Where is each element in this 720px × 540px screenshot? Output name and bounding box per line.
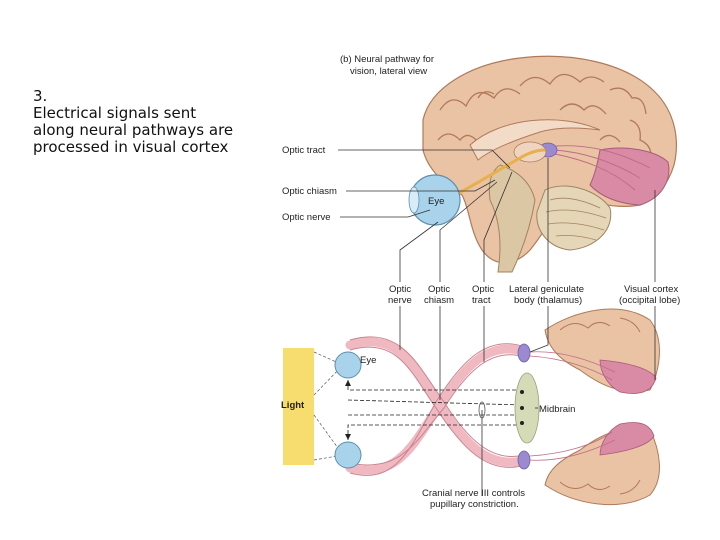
label-optic-tract-left: Optic tract	[282, 145, 326, 156]
cranial-nerve-marker	[478, 401, 486, 419]
slide-line-1: Electrical signals sent	[33, 104, 197, 122]
slide-line-2: along neural pathways are	[33, 121, 234, 139]
eye-upper-lens	[408, 186, 420, 214]
visual-cortex-region	[589, 147, 670, 206]
optic-radiations-lower	[529, 351, 616, 461]
cerebellum-folia	[545, 197, 607, 241]
panel-title: (b) Neural pathway for vision, lateral v…	[340, 54, 434, 77]
mid-labels: Optic nerve Optic chiasm Optic tract Lat…	[388, 284, 680, 306]
light-bar	[283, 348, 314, 465]
optic-nerve-bundles	[345, 337, 530, 475]
lgn-lower-bottom	[517, 450, 531, 470]
label-optic-chiasm-mid-2: chiasm	[424, 295, 454, 306]
optic-nerve-edges	[349, 336, 526, 476]
visual-cortex-top	[599, 359, 657, 394]
brain-hemisphere	[422, 55, 677, 264]
cranial-nerve-label-1: Cranial nerve III controls	[422, 488, 525, 499]
midbrain-dot-2	[520, 406, 524, 410]
mid-leaders	[399, 158, 656, 282]
cranial-nerve-label-2: pupillary constriction.	[430, 499, 519, 510]
midbrain-dot-3	[520, 421, 524, 425]
brainstem	[488, 164, 536, 273]
leader-optic-tract	[338, 149, 511, 169]
label-visual-cortex-2: (occipital lobe)	[619, 295, 680, 306]
lgn-lower-top	[517, 343, 531, 363]
pathway-arrows	[345, 380, 351, 440]
slide-line-3: processed in visual cortex	[33, 138, 229, 156]
slide-number: 3.	[33, 87, 48, 105]
lower-gyri	[559, 317, 641, 495]
lower-leaders	[399, 306, 656, 496]
midbrain-label: Midbrain	[539, 404, 575, 415]
panel-title-line-1: (b) Neural pathway for	[340, 54, 434, 65]
eye-label-upper: Eye	[428, 196, 444, 207]
eye-label-lower: Eye	[360, 355, 376, 366]
label-optic-chiasm-mid-1: Optic	[428, 284, 450, 295]
optic-radiations	[554, 145, 651, 191]
label-optic-chiasm-left: Optic chiasm	[282, 186, 337, 197]
optic-nerve-upper	[454, 148, 546, 197]
light-label: Light	[281, 400, 305, 411]
slide-text: 3. Electrical signals sent along neural …	[33, 88, 273, 156]
midbrain-dot-1	[520, 390, 524, 394]
label-optic-nerve-left: Optic nerve	[282, 212, 331, 223]
label-optic-tract-mid-2: tract	[472, 295, 491, 306]
label-lgn-2: body (thalamus)	[514, 295, 582, 306]
panel-title-line-2: vision, lateral view	[350, 66, 427, 77]
eye-lower-bottom	[334, 441, 362, 469]
visual-cortex-bottom	[599, 422, 655, 456]
cerebellum	[536, 185, 612, 251]
label-optic-tract-mid-1: Optic	[472, 284, 494, 295]
corpus-callosum	[469, 119, 601, 161]
label-optic-nerve-mid-2: nerve	[388, 295, 412, 306]
label-lgn-1: Lateral geniculate	[509, 284, 584, 295]
label-visual-cortex-1: Visual cortex	[624, 284, 678, 295]
eye-lower-top	[334, 351, 362, 379]
leader-optic-chiasm	[346, 179, 496, 192]
leader-optic-nerve	[340, 209, 431, 218]
label-optic-nerve-mid-1: Optic	[389, 284, 411, 295]
